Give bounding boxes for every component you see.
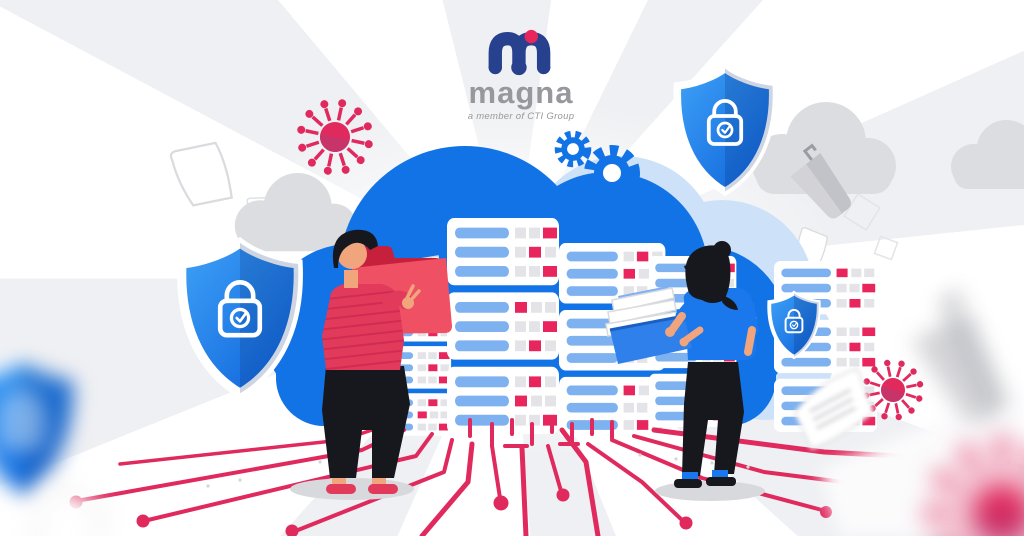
magna-logo: magna a member of CTI Group: [443, 28, 599, 122]
magna-logo-text: magna: [468, 75, 574, 110]
magna-logo-icon: [488, 29, 551, 76]
paper-outline-icon: [843, 193, 899, 261]
man-figure: [322, 229, 421, 494]
flying-paper-icon: [793, 367, 875, 451]
logo-red-dot: [524, 29, 538, 44]
blurred-shield-icon: [0, 357, 77, 500]
glasses-icon: [684, 263, 694, 269]
magna-logo-tagline: a member of CTI Group: [467, 111, 575, 122]
woman-figure: [605, 241, 759, 488]
virus-icon: [287, 89, 383, 185]
